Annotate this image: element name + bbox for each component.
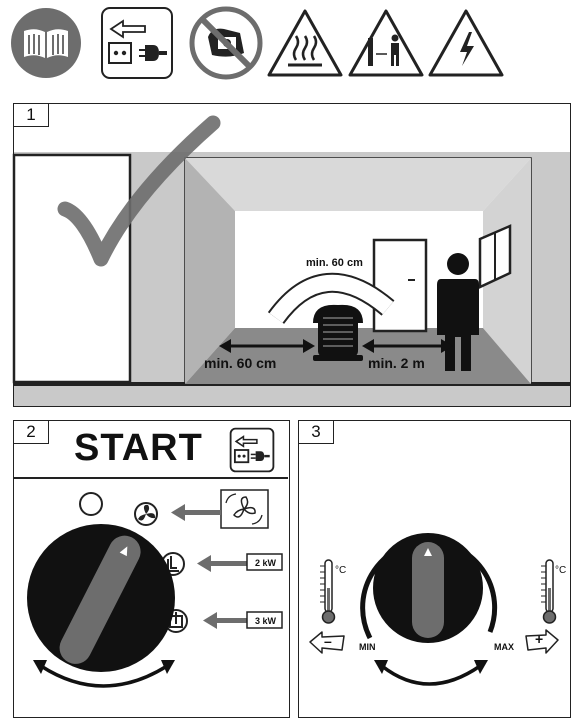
electric-warning-icon: [427, 8, 505, 78]
divider: [14, 477, 288, 479]
start-title: START: [74, 427, 203, 469]
min-side-label: min. 60 cm: [204, 355, 277, 371]
panel-start: 2 START: [13, 420, 290, 718]
plus-sign: +: [535, 631, 544, 647]
panel-placement: 1: [12, 103, 571, 407]
manual-icon: [10, 7, 82, 79]
min-front-label: min. 2 m: [368, 355, 425, 371]
hot-surface-warning-icon: [266, 8, 344, 78]
min-label: MIN: [359, 642, 376, 652]
room-illustration: [12, 115, 570, 406]
plug-in-icon: [229, 427, 275, 473]
no-cover-icon: [189, 6, 263, 80]
max-label: MAX: [494, 642, 514, 652]
unit-left-label: °C: [335, 565, 347, 576]
panel-thermostat: 3 °C °C – + MIN MAX: [298, 420, 571, 718]
panel-number: 1: [14, 104, 49, 127]
knob-illustration: [26, 488, 283, 688]
panel-number: 3: [299, 421, 334, 444]
min-top-label: min. 60 cm: [306, 257, 363, 269]
clearance-warning-icon: [347, 8, 425, 78]
unit-right-label: °C: [555, 565, 567, 576]
unplug-icon: [101, 7, 173, 79]
minus-sign: –: [324, 633, 332, 649]
power-level-1-label: 2 kW: [254, 558, 276, 568]
thermostat-illustration: [308, 532, 559, 686]
panel-number: 2: [14, 421, 49, 444]
power-level-2-label: 3 kW: [254, 616, 276, 626]
